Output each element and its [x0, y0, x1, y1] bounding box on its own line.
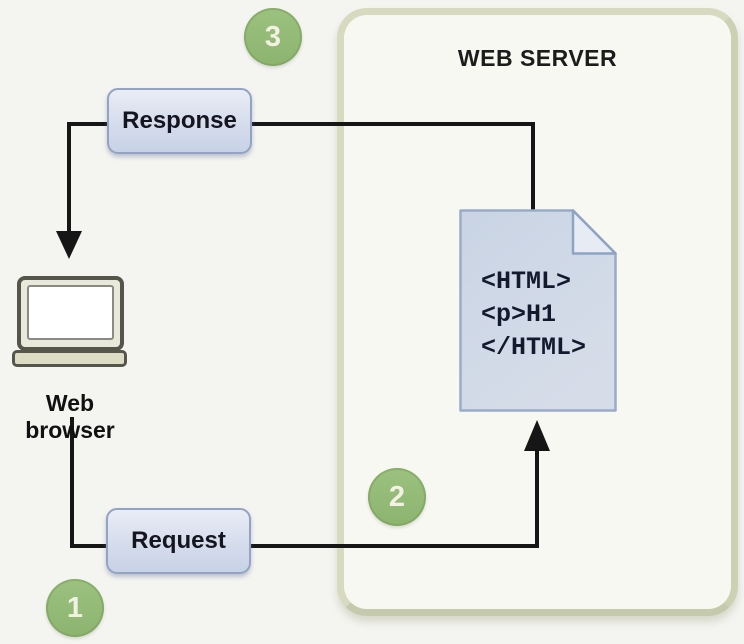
document-page	[459, 209, 617, 412]
step-2-number: 2	[388, 480, 406, 513]
response-label-box: Response	[107, 88, 252, 154]
laptop-base	[12, 350, 127, 367]
code-line-2: <p>H1	[481, 300, 557, 329]
document-fold-corner	[571, 209, 617, 255]
code-line-3: </HTML>	[481, 333, 587, 362]
response-label: Response	[122, 107, 237, 134]
web-server-title: WEB SERVER	[457, 45, 618, 71]
web-browser-label: Web browser	[25, 390, 115, 443]
request-label-box: Request	[106, 508, 251, 574]
step-badge-1: 1	[46, 579, 104, 637]
step-badge-2: 2	[368, 468, 426, 526]
document-code: <HTML> <p>H1 </HTML>	[481, 265, 586, 364]
step-badge-3: 3	[244, 8, 302, 66]
laptop-icon	[17, 276, 124, 351]
html-document-icon	[459, 209, 617, 412]
step-1-number: 1	[66, 591, 84, 624]
step-3-number: 3	[264, 20, 282, 53]
laptop-screen	[27, 285, 114, 340]
code-line-1: <HTML>	[481, 267, 572, 296]
request-label: Request	[131, 527, 226, 554]
